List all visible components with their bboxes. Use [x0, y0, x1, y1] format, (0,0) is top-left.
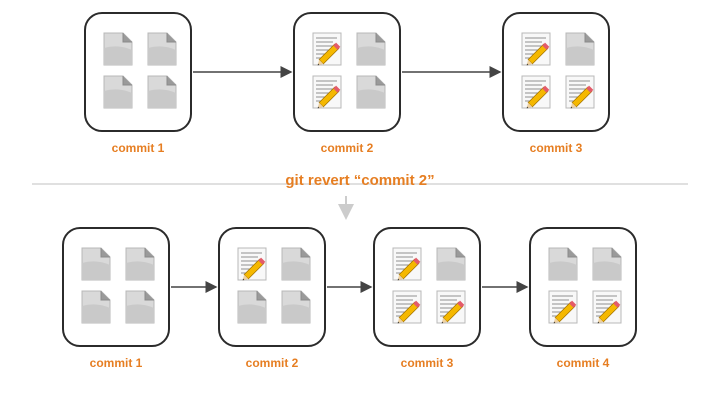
edited-file-icon — [236, 247, 268, 281]
blank-file-icon — [146, 75, 178, 109]
edited-file-icon — [564, 75, 596, 109]
before-commit-box — [502, 12, 610, 132]
edited-file-icon — [520, 32, 552, 66]
blank-file-icon — [80, 290, 112, 324]
blank-file-icon — [124, 290, 156, 324]
commit-label: commit 2 — [320, 141, 374, 155]
blank-file-icon — [355, 75, 387, 109]
blank-file-icon — [280, 247, 312, 281]
blank-file-icon — [355, 32, 387, 66]
after-commit-box — [218, 227, 326, 347]
edited-file-icon — [435, 290, 467, 324]
blank-file-icon — [435, 247, 467, 281]
edited-file-icon — [520, 75, 552, 109]
blank-file-icon — [80, 247, 112, 281]
edited-file-icon — [591, 290, 623, 324]
commit-label: commit 3 — [529, 141, 583, 155]
after-commit-box — [62, 227, 170, 347]
commit-label: commit 2 — [245, 356, 299, 370]
commit-label: commit 1 — [111, 141, 165, 155]
edited-file-icon — [547, 290, 579, 324]
blank-file-icon — [124, 247, 156, 281]
after-commit-box — [529, 227, 637, 347]
after-commit-box — [373, 227, 481, 347]
edited-file-icon — [391, 247, 423, 281]
edited-file-icon — [311, 32, 343, 66]
blank-file-icon — [102, 75, 134, 109]
commit-label: commit 3 — [400, 356, 454, 370]
blank-file-icon — [591, 247, 623, 281]
blank-file-icon — [564, 32, 596, 66]
edited-file-icon — [311, 75, 343, 109]
blank-file-icon — [236, 290, 268, 324]
blank-file-icon — [280, 290, 312, 324]
revert-caption: git revert “commit 2” — [285, 172, 435, 189]
before-commit-box — [84, 12, 192, 132]
edited-file-icon — [391, 290, 423, 324]
blank-file-icon — [146, 32, 178, 66]
blank-file-icon — [547, 247, 579, 281]
commit-label: commit 1 — [89, 356, 143, 370]
blank-file-icon — [102, 32, 134, 66]
commit-label: commit 4 — [556, 356, 610, 370]
before-commit-box — [293, 12, 401, 132]
